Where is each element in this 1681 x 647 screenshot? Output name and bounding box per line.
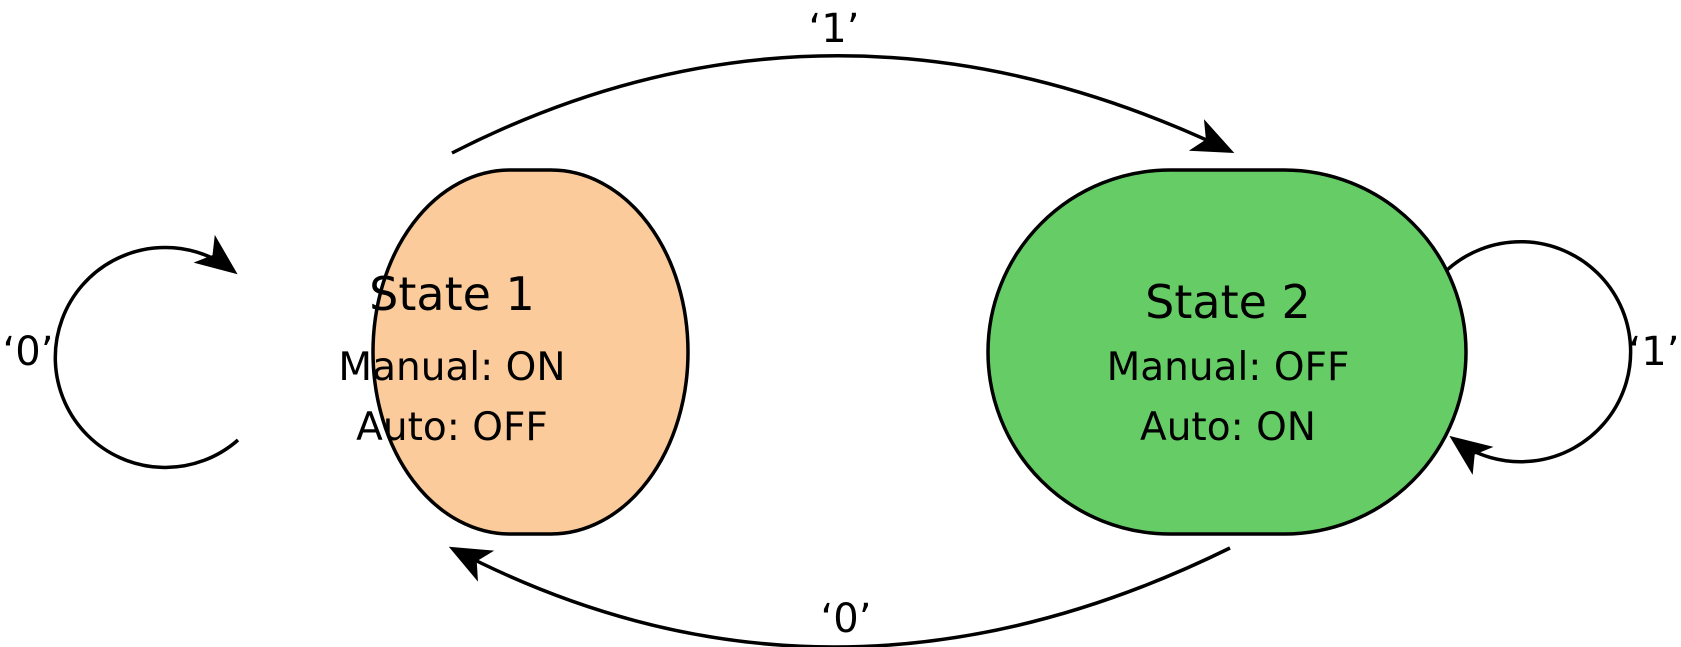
state2-auto-status: Auto: ON [1140,405,1316,450]
state2-manual-status: Manual: OFF [1107,345,1350,390]
state1-self-loop-label: ‘0’ [3,329,54,375]
state1-auto-status: Auto: OFF [356,405,548,450]
state1-to-state2-edge [451,54,1235,155]
state2-title: State 2 [1145,275,1311,329]
state1-node [371,168,690,536]
state2-self-loop-label: ‘1’ [1629,329,1680,375]
state1-manual-status: Manual: ON [338,345,565,390]
state1-title: State 1 [369,267,535,321]
state2-to-state1-label: ‘0’ [821,596,872,642]
state1-self-loop-edge [53,234,240,470]
state2-self-loop-edge [1445,239,1633,475]
state2-node [986,168,1468,536]
state1-to-state2-label: ‘1’ [809,6,860,52]
